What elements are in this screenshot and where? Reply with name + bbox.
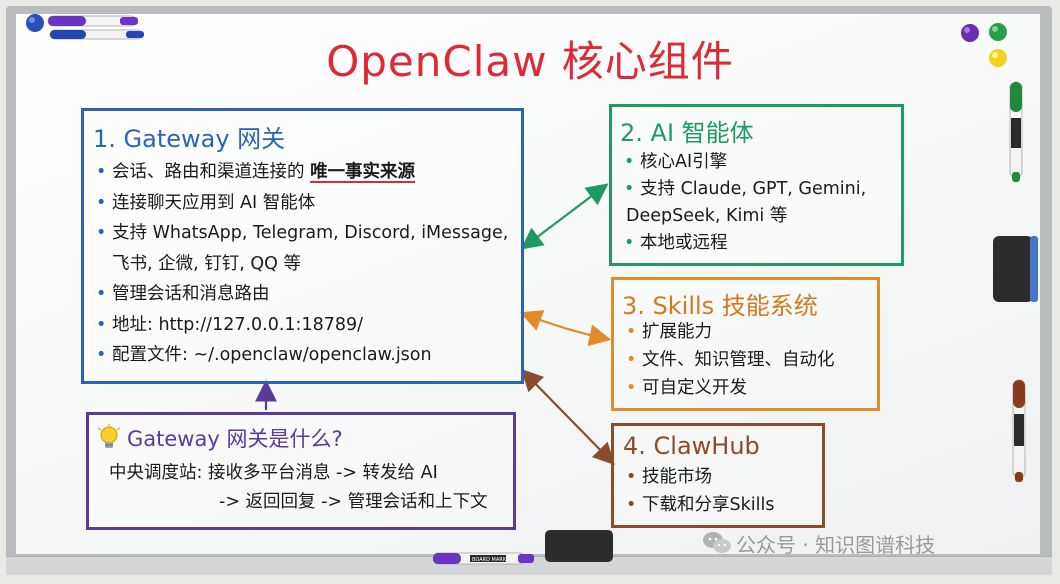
list-item: •文件、知识管理、自动化 <box>624 346 835 374</box>
clawhub-heading: 4. ClawHub <box>623 432 760 460</box>
page-title: OpenClaw 核心组件 <box>326 37 734 86</box>
list-item-text: 下载和分享Skills <box>642 495 775 515</box>
list-item-text: 飞书, 企微, 钉钉, QQ 等 <box>112 253 301 274</box>
arrow-gateway-skills <box>519 310 612 347</box>
list-item: •核心AI引擎 <box>622 149 866 176</box>
bullet-icon: • <box>624 179 635 199</box>
list-item-continuation: 飞书, 企微, 钉钉, QQ 等 <box>94 249 508 280</box>
list-item: •下载和分享Skills <box>624 491 774 519</box>
clawhub-list: •技能市场 •下载和分享Skills <box>624 463 774 519</box>
bullet-icon: • <box>626 378 637 398</box>
arrow-gateway-agent <box>520 183 609 250</box>
bullet-icon: • <box>624 152 635 172</box>
list-item-text: 文件、知识管理、自动化 <box>642 350 835 370</box>
list-item-text: 支持 Claude, GPT, Gemini, <box>640 179 867 199</box>
watermark-text: 公众号 · 知识图谱科技 <box>736 533 936 557</box>
skills-list: •扩展能力 •文件、知识管理、自动化 •可自定义开发 <box>624 318 835 402</box>
eraser-right <box>993 236 1033 302</box>
agent-box: 2. AI 智能体 •核心AI引擎 •支持 Claude, GPT, Gemin… <box>609 104 904 266</box>
lightbulb-icon <box>97 424 121 448</box>
list-item: •配置文件: ~/.openclaw/openclaw.json <box>94 340 508 371</box>
agent-heading: 2. AI 智能体 <box>620 119 754 147</box>
bullet-icon: • <box>96 345 107 365</box>
list-item-text: 本地或远程 <box>640 233 728 253</box>
list-item: •会话、路由和渠道连接的 唯一事实来源 <box>94 157 508 188</box>
list-item: •地址: http://127.0.0.1:18789/ <box>94 310 508 341</box>
list-item-continuation: DeepSeek, Kimi 等 <box>622 203 866 230</box>
bullet-icon: • <box>96 162 107 182</box>
bullet-icon: • <box>96 223 107 243</box>
list-item: •本地或远程 <box>622 230 866 257</box>
gateway-list: •会话、路由和渠道连接的 唯一事实来源 •连接聊天应用到 AI 智能体 •支持 … <box>94 157 508 371</box>
bullet-icon: • <box>624 233 635 253</box>
marker-label-text: BOARD MARKER <box>472 557 513 563</box>
list-item-text: 技能市场 <box>642 467 712 487</box>
list-item: •支持 WhatsApp, Telegram, Discord, iMessag… <box>94 218 508 249</box>
list-item-text: 配置文件: ~/.openclaw/openclaw.json <box>112 345 432 365</box>
list-item: •管理会话和消息路由 <box>94 279 508 310</box>
list-item-text: 管理会话和消息路由 <box>112 284 270 304</box>
list-item-text: 会话、路由和渠道连接的 <box>112 162 311 182</box>
skills-heading: 3. Skills 技能系统 <box>622 292 818 320</box>
list-item-text: 支持 WhatsApp, Telegram, Discord, iMessage… <box>112 223 509 243</box>
what-is-gateway-heading: Gateway 网关是什么? <box>127 427 343 451</box>
list-item: •扩展能力 <box>624 318 835 346</box>
skills-box: 3. Skills 技能系统 •扩展能力 •文件、知识管理、自动化 •可自定义开… <box>611 277 880 411</box>
eraser-bottom <box>545 530 613 562</box>
list-item-text: DeepSeek, Kimi 等 <box>626 206 788 226</box>
gateway-box: 1. Gateway 网关 •会话、路由和渠道连接的 唯一事实来源 •连接聊天应… <box>81 108 524 384</box>
list-item-text: 核心AI引擎 <box>640 152 728 172</box>
arrow-gateway-clawhub <box>520 368 616 466</box>
gateway-heading: 1. Gateway 网关 <box>93 125 286 153</box>
list-item-text: 连接聊天应用到 AI 智能体 <box>112 192 316 213</box>
bullet-icon: • <box>96 284 107 304</box>
list-item-text: 可自定义开发 <box>642 378 747 398</box>
list-item: •可自定义开发 <box>624 374 835 402</box>
bullet-icon: • <box>626 467 637 487</box>
list-item: •技能市场 <box>624 463 774 491</box>
bullet-icon: • <box>96 192 107 213</box>
list-item-text: 扩展能力 <box>642 322 712 342</box>
clawhub-box: 4. ClawHub •技能市场 •下载和分享Skills <box>611 423 825 528</box>
highlight-text: 唯一事实来源 <box>310 162 416 182</box>
what-is-gateway-box: Gateway 网关是什么? 中央调度站: 接收多平台消息 -> 转发给 AI … <box>86 412 516 530</box>
bullet-icon: • <box>626 495 637 515</box>
bullet-icon: • <box>96 314 107 335</box>
agent-list: •核心AI引擎 •支持 Claude, GPT, Gemini, DeepSee… <box>622 149 866 257</box>
list-item: •连接聊天应用到 AI 智能体 <box>94 188 508 219</box>
what-is-gateway-line2: -> 返回回复 -> 管理会话和上下文 <box>219 492 488 512</box>
bullet-icon: • <box>626 350 637 370</box>
list-item: •支持 Claude, GPT, Gemini, <box>622 176 866 203</box>
list-item-text: 地址: http://127.0.0.1:18789/ <box>112 314 364 335</box>
what-is-gateway-line1: 中央调度站: 接收多平台消息 -> 转发给 AI <box>109 463 438 483</box>
wechat-icon <box>703 532 731 553</box>
bullet-icon: • <box>626 322 637 342</box>
